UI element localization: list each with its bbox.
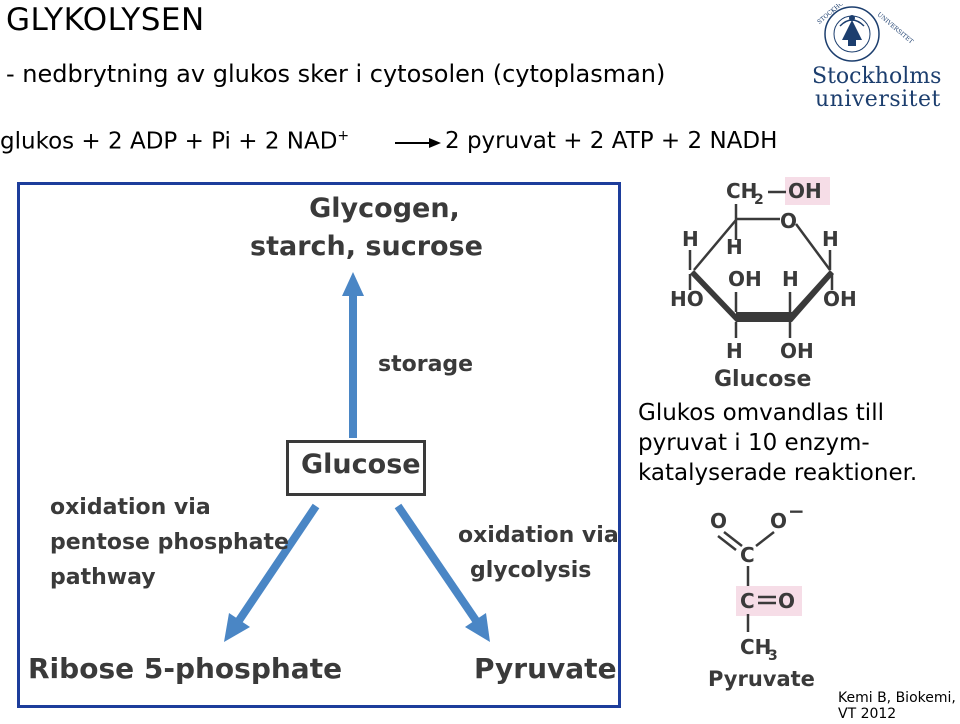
- logo-text-stockholms: Stockholms: [812, 64, 942, 89]
- ch2-text: CH: [726, 179, 757, 203]
- footer-course-info: Kemi B, Biokemi, VT 2012: [838, 690, 956, 722]
- h-c5-text: H: [726, 235, 743, 259]
- carbonyl-highlight: [736, 586, 802, 616]
- glyc-line1: oxidation via: [458, 523, 619, 548]
- pyr-o2-text: O: [770, 509, 787, 533]
- glyc-line2: glycolysis: [470, 558, 592, 583]
- pyruvate-structure-diagram: O O − C C O CH 3 Pyruvate: [708, 500, 815, 691]
- glycogen-label-line2: starch, sucrose: [250, 231, 483, 262]
- pyr-o1-text: O: [710, 509, 727, 533]
- pyr-ch-text: CH: [740, 635, 771, 659]
- glucose-center-label: Glucose: [301, 449, 421, 480]
- pyr-ch3-subscript: 3: [768, 648, 778, 664]
- glucose-box: [286, 440, 426, 496]
- slide-subtitle: - nedbrytning av glukos sker i cytosolen…: [6, 60, 666, 88]
- arrow-glucose-to-glycogen: [342, 272, 364, 438]
- glucose-conversion-note: Glukos omvandlas till pyruvat i 10 enzym…: [638, 398, 917, 488]
- note-line1: Glukos omvandlas till: [638, 400, 884, 426]
- h-bottom-text: H: [726, 339, 743, 363]
- pyruvate-structure-name: Pyruvate: [708, 667, 815, 691]
- arrow-glucose-to-ribose: [224, 503, 320, 642]
- ch2-subscript: 2: [754, 192, 764, 208]
- h-c2-text: H: [782, 267, 799, 291]
- stockholm-university-logo: STOCKHOLMS UNIVERSITET: [816, 4, 914, 62]
- reaction-equation-left: glukos + 2 ADP + Pi + 2 NAD+: [0, 128, 349, 155]
- pyr-o3-text: O: [778, 589, 795, 613]
- storage-label: storage: [378, 352, 474, 377]
- note-line2: pyruvat i 10 enzym-: [638, 430, 870, 456]
- glucose-structure-diagram: CH 2 OH O H H H OH H HO OH H OH Glucose: [670, 177, 857, 392]
- h-right-text: H: [822, 227, 839, 251]
- oh-top-text: OH: [788, 179, 822, 203]
- ribose-5-phosphate-label: Ribose 5-phosphate: [28, 652, 343, 685]
- h-left-text: H: [682, 227, 699, 251]
- footer-line1: Kemi B, Biokemi,: [838, 690, 956, 706]
- reaction-arrow-icon: [395, 138, 441, 148]
- equation-reactants: glukos + 2 ADP + Pi + 2 NAD: [0, 128, 338, 155]
- ppp-line2: pentose phosphate: [50, 530, 289, 555]
- pyr-charge-text: −: [788, 500, 805, 523]
- slide-title: GLYKOLYSEN: [6, 2, 205, 38]
- oh-bottom-text: OH: [780, 339, 814, 363]
- oh-right-text: OH: [823, 287, 857, 311]
- metabolic-fate-diagram-frame: [17, 182, 621, 708]
- glycogen-starch-sucrose-label: Glycogen, starch, sucrose: [250, 190, 483, 266]
- equation-products: 2 pyruvat + 2 ATP + 2 NADH: [445, 128, 778, 154]
- glycogen-label-line1: Glycogen,: [309, 193, 460, 224]
- footer-line2: VT 2012: [838, 706, 897, 722]
- ppp-line1: oxidation via: [50, 495, 211, 520]
- oh-highlight: [785, 177, 830, 205]
- glycolysis-label: oxidation via glycolysis: [458, 518, 619, 588]
- oh-c3-text: OH: [728, 267, 762, 291]
- logo-text-universitet: universitet: [815, 87, 941, 112]
- equation-superscript: +: [337, 128, 350, 144]
- note-line3: katalyserade reaktioner.: [638, 460, 918, 486]
- pentose-phosphate-label: oxidation via pentose phosphate pathway: [50, 490, 289, 595]
- ppp-line3: pathway: [50, 565, 156, 590]
- pyr-c1-text: C: [740, 543, 755, 567]
- arrow-glucose-to-pyruvate: [394, 503, 490, 642]
- ho-left-text: HO: [670, 287, 704, 311]
- pyruvate-product-label: Pyruvate: [474, 652, 617, 685]
- ring-o-text: O: [780, 209, 797, 233]
- pyr-c2-text: C: [740, 589, 755, 613]
- glucose-structure-name: Glucose: [714, 367, 811, 392]
